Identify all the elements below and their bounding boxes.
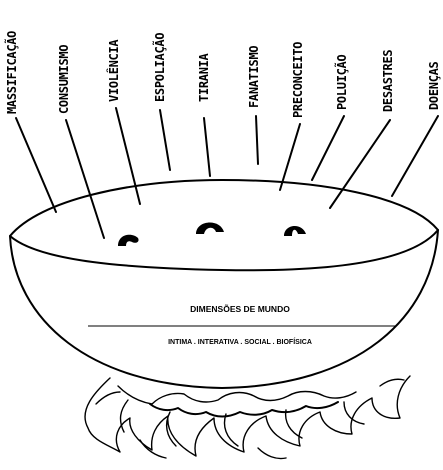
bowl-subtitle: INTIMA . INTERATIVA . SOCIAL . BIOFÍSICA: [168, 337, 312, 346]
pointer-line-tirania: [204, 118, 210, 176]
label-violencia: VIOLÊNCIA: [106, 39, 121, 102]
pointer-line-desastres: [330, 120, 390, 208]
mound-right: [284, 226, 306, 236]
pointer-line-consumismo: [66, 120, 104, 238]
pointer-lines: [16, 108, 438, 238]
mound-left: [118, 235, 139, 246]
label-preconceito: PRECONCEITO: [291, 42, 305, 118]
pointer-line-espoliacao: [160, 110, 170, 170]
pointer-line-massificacao: [16, 118, 56, 212]
label-fanatismo: FANATISMO: [247, 46, 261, 108]
evil-labels: MASSIFICAÇÃO CONSUMISMO VIOLÊNCIA ESPOLI…: [4, 31, 441, 118]
bowl-caption: DIMENSÕES DE MUNDO INTIMA . INTERATIVA .…: [88, 304, 396, 346]
mound-center: [196, 222, 224, 234]
label-consumismo: CONSUMISMO: [57, 45, 71, 114]
label-desastres: DESASTRES: [381, 50, 395, 112]
bowl-title: DIMENSÕES DE MUNDO: [190, 304, 290, 314]
label-tirania: TIRANIA: [197, 52, 211, 102]
label-doencas: DOENÇAS: [427, 61, 441, 110]
bowl-rim: [10, 180, 438, 270]
pointer-line-fanatismo: [256, 116, 258, 164]
pointer-line-doencas: [392, 116, 438, 196]
pointer-line-preconceito: [280, 124, 300, 190]
pointer-line-poluicao: [312, 116, 344, 180]
label-espoliacao: ESPOLIAÇÃO: [152, 33, 167, 102]
label-massificacao: MASSIFICAÇÃO: [4, 31, 19, 114]
bowl-illustration: [10, 180, 438, 388]
flames-illustration: [85, 376, 410, 459]
label-poluicao: POLUIÇÃO: [334, 55, 349, 110]
